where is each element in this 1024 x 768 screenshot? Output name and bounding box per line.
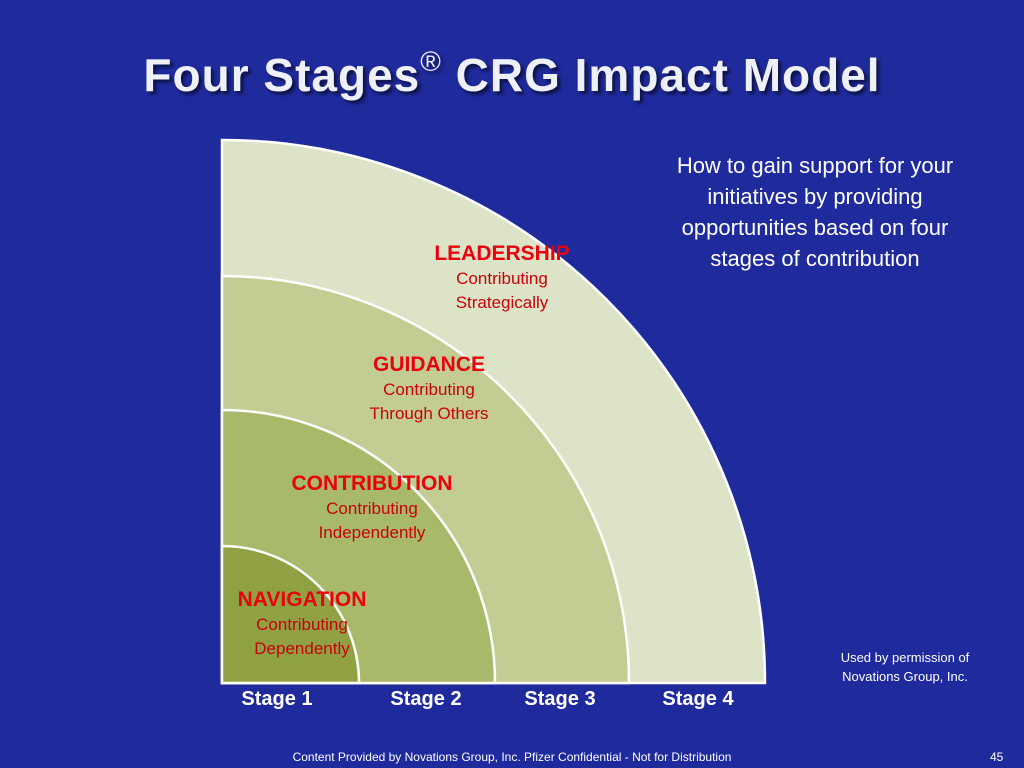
band-name: CONTRIBUTION <box>291 472 453 495</box>
permission-line: Used by permission of <box>840 650 970 665</box>
permission-note: Used by permission of Novations Group, I… <box>820 648 990 686</box>
band-desc: Strategically <box>455 293 549 312</box>
stage-label-3: Stage 3 <box>524 688 596 710</box>
registered-mark: ® <box>420 46 442 77</box>
intro-text: How to gain support for your initiatives… <box>676 153 954 271</box>
band-desc: Contributing <box>256 615 348 634</box>
band-stage-2: CONTRIBUTION Contributing Independently <box>262 471 482 545</box>
band-desc: Contributing <box>326 499 418 518</box>
stage-band-1 <box>220 544 361 685</box>
stage-label-1: Stage 1 <box>241 688 313 710</box>
band-name: LEADERSHIP <box>434 242 570 265</box>
band-desc: Dependently <box>254 639 350 658</box>
permission-line: Novations Group, Inc. <box>842 669 968 684</box>
band-stage-4: LEADERSHIP Contributing Strategically <box>392 241 612 315</box>
band-name: GUIDANCE <box>372 353 485 376</box>
band-stage-3: GUIDANCE Contributing Through Others <box>319 352 539 426</box>
footer-text: Content Provided by Novations Group, Inc… <box>292 750 732 764</box>
band-desc: Through Others <box>369 404 489 423</box>
stage-label-4: Stage 4 <box>662 688 734 710</box>
stage-label-2: Stage 2 <box>390 688 462 710</box>
band-desc: Contributing <box>456 269 548 288</box>
band-desc: Independently <box>318 523 426 542</box>
slide-title: Four Stages® CRG Impact Model <box>143 46 881 101</box>
band-name: NAVIGATION <box>237 588 367 611</box>
band-desc: Contributing <box>383 380 475 399</box>
page-number: 45 <box>990 750 1004 764</box>
band-stage-1: NAVIGATION Contributing Dependently <box>192 587 412 661</box>
